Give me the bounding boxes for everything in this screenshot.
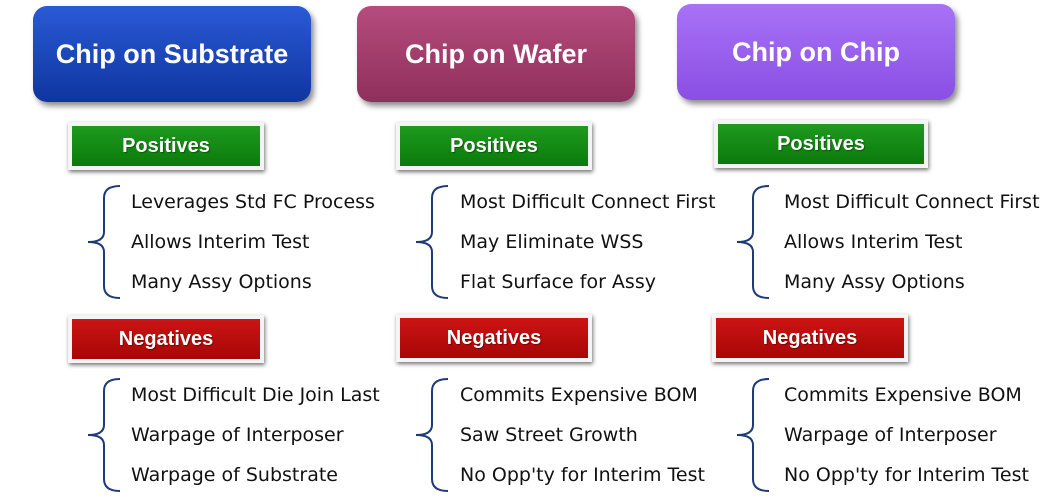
list-item: Many Assy Options [784, 271, 965, 293]
positives-list: Leverages Std FC Process Allows Interim … [131, 182, 451, 302]
column-chip-on-wafer: Chip on Wafer Positives Most Difficult C… [0, 0, 716, 500]
header-chip-on-substrate: Chip on Substrate [33, 6, 311, 102]
list-item: Leverages Std FC Process [131, 191, 375, 213]
list-item: Flat Surface for Assy [460, 271, 656, 293]
list-item: Allows Interim Test [784, 231, 963, 253]
list-item: Most Difficult Connect First [784, 191, 1040, 213]
list-item: Saw Street Growth [460, 424, 638, 446]
negatives-label: Negatives [68, 315, 264, 363]
positives-label: Positives [396, 122, 592, 170]
negatives-brace [415, 378, 449, 492]
header-chip-on-chip: Chip on Chip [677, 4, 955, 100]
list-item: Allows Interim Test [131, 231, 310, 253]
positives-label: Positives [68, 122, 264, 170]
positives-brace [87, 185, 121, 299]
list-item: Commits Expensive BOM [784, 384, 1022, 406]
negatives-label: Negatives [712, 314, 908, 362]
list-item: No Opp'ty for Interim Test [460, 464, 705, 486]
negatives-list: Most Difficult Die Join Last Warpage of … [131, 375, 451, 495]
positives-brace [415, 185, 449, 299]
list-item: Warpage of Interposer [131, 424, 344, 446]
positives-brace [736, 185, 770, 299]
list-item: Many Assy Options [131, 271, 312, 293]
negatives-brace [87, 378, 121, 492]
positives-label: Positives [714, 120, 928, 168]
list-item: May Eliminate WSS [460, 231, 644, 253]
positives-list: Most Difficult Connect First May Elimina… [460, 182, 780, 302]
negatives-list: Commits Expensive BOM Saw Street Growth … [460, 375, 780, 495]
negatives-label: Negatives [396, 314, 592, 362]
list-item: Most Difficult Die Join Last [131, 384, 380, 406]
negatives-list: Commits Expensive BOM Warpage of Interpo… [784, 375, 1052, 495]
list-item: Commits Expensive BOM [460, 384, 698, 406]
list-item: No Opp'ty for Interim Test [784, 464, 1029, 486]
column-chip-on-substrate: Chip on Substrate Positives Leverages St… [0, 0, 380, 500]
header-chip-on-wafer: Chip on Wafer [357, 6, 635, 102]
list-item: Warpage of Substrate [131, 464, 338, 486]
negatives-brace [736, 378, 770, 492]
list-item: Warpage of Interposer [784, 424, 997, 446]
positives-list: Most Difficult Connect First Allows Inte… [784, 182, 1052, 302]
list-item: Most Difficult Connect First [460, 191, 716, 213]
